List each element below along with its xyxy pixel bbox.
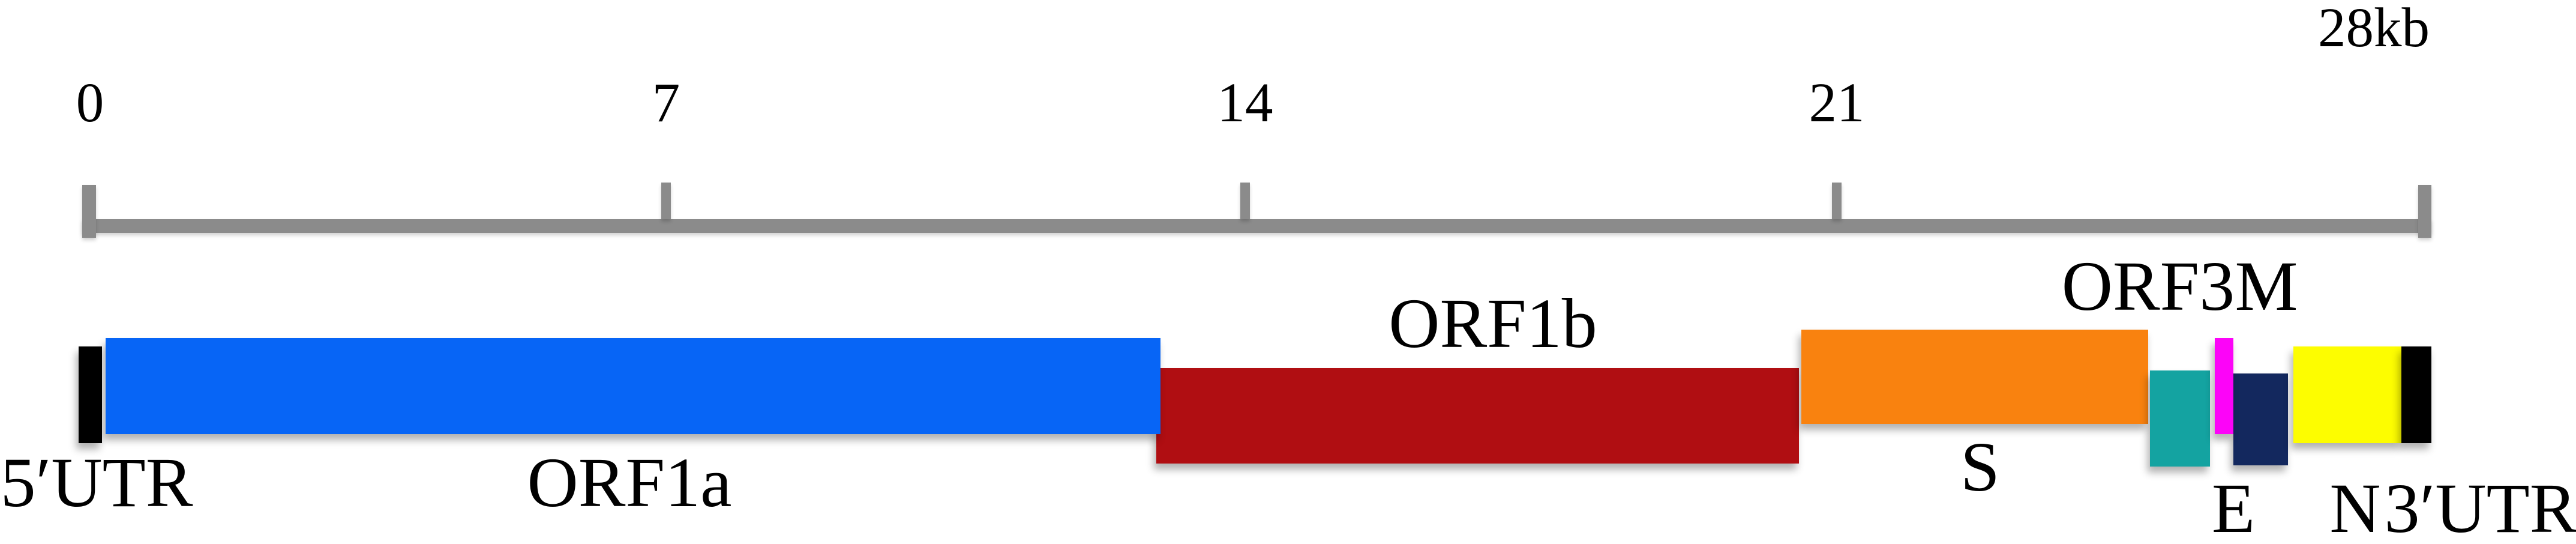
gene-box-orf3 xyxy=(2150,370,2210,467)
scale-tick-label-14: 14 xyxy=(1217,72,1273,134)
gene-box-m xyxy=(2233,373,2288,465)
gene-box-s xyxy=(1801,330,2148,424)
scale-tick-7 xyxy=(661,183,671,219)
gene-box-orf1a xyxy=(106,338,1160,434)
gene-label-e: E xyxy=(2211,469,2256,544)
gene-box-e xyxy=(2215,338,2233,434)
scale-bar-right-cap xyxy=(2418,185,2431,238)
gene-label-orf1b: ORF1b xyxy=(1389,284,1597,363)
gene-box-n xyxy=(2293,346,2401,443)
scale-bar-line xyxy=(82,219,2431,233)
scale-tick-label-21: 21 xyxy=(1809,72,1865,134)
gene-label-orf3: ORF3 xyxy=(2061,247,2235,325)
gene-box-utr5 xyxy=(79,346,102,443)
gene-label-n: N xyxy=(2329,469,2381,544)
scale-unit-label: 28kb xyxy=(2318,0,2430,59)
scale-tick-label-0: 0 xyxy=(76,72,104,134)
gene-label-utr3: 3′UTR xyxy=(2384,469,2576,544)
gene-box-orf1b xyxy=(1156,368,1799,464)
gene-label-orf1a: ORF1a xyxy=(527,443,732,522)
gene-box-utr3 xyxy=(2401,346,2431,443)
gene-label-utr5: 5′UTR xyxy=(0,443,193,522)
scale-tick-label-7: 7 xyxy=(652,72,680,134)
gene-label-s: S xyxy=(1960,428,2000,506)
gene-label-m: M xyxy=(2235,247,2298,325)
scale-bar-left-cap xyxy=(82,185,96,238)
scale-tick-14 xyxy=(1240,183,1250,219)
scale-tick-21 xyxy=(1832,183,1842,219)
